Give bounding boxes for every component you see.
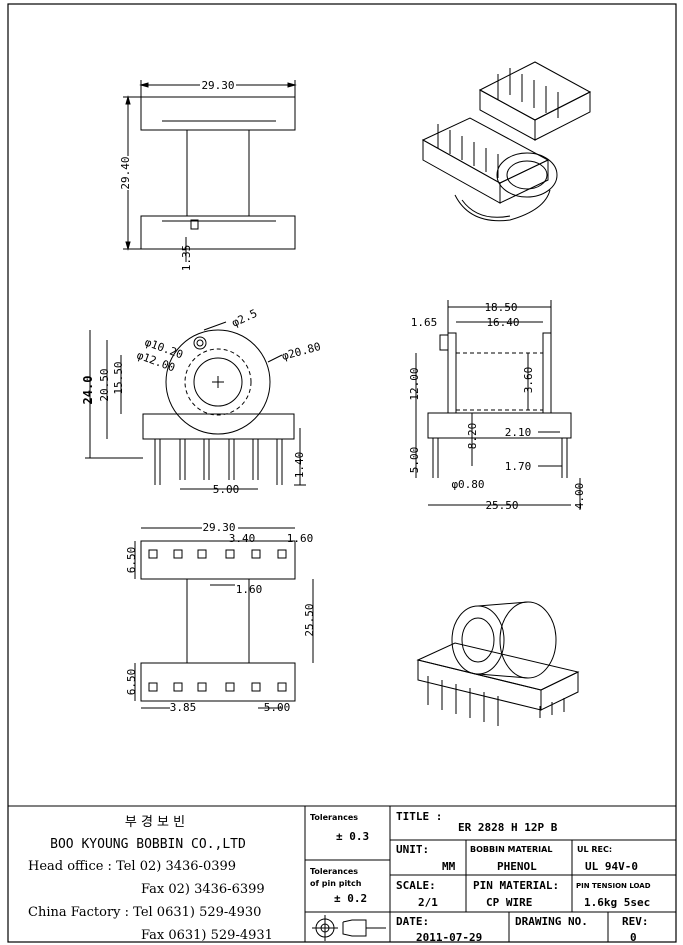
front-view: [85, 321, 306, 490]
dim-bottom-span: 25.50: [303, 603, 316, 636]
bottom-view: [134, 527, 314, 709]
title-block: [8, 805, 676, 942]
dim-side-height-4: 5.00: [408, 447, 421, 474]
drawing-number-label: DRAWING NO.: [515, 915, 588, 928]
dim-bottom-pitch-1: 3.40: [229, 532, 256, 545]
pin-material-label: PIN MATERIAL:: [473, 879, 559, 892]
tolerance-value: ± 0.3: [336, 830, 369, 843]
unit-label: UNIT:: [396, 843, 429, 856]
dim-side-height-3: 8.20: [466, 423, 479, 450]
side-view: [415, 300, 581, 510]
dim-bottom-mid: 1.60: [236, 583, 263, 596]
pin-tension-value: 1.6kg 5sec: [584, 896, 650, 909]
pin-tension-label: PIN TENSION LOAD: [576, 882, 651, 890]
dim-pin-length: 1.40: [293, 452, 306, 479]
pin-tolerance-label-2: of pin pitch: [310, 879, 362, 888]
company-name: BOO KYOUNG BOBBIN CO.,LTD: [50, 837, 246, 852]
revision-value: 0: [630, 931, 637, 944]
dim-bottom-height-1: 6.50: [125, 547, 138, 574]
title-value: ER 2828 H 12P B: [458, 821, 558, 834]
dim-height-3: 15.50: [112, 361, 125, 394]
dim-pin-diameter: φ2.5: [230, 307, 260, 330]
factory-tel: China Factory : Tel 0631) 529-4930: [28, 905, 261, 920]
dim-bottom-left-2: 5.00: [264, 701, 291, 714]
dim-outer-diameter: φ20.80: [280, 340, 322, 363]
dim-height-2: 20.50: [98, 368, 111, 401]
dim-bottom-left-1: 3.85: [170, 701, 197, 714]
isometric-view-top: [421, 61, 592, 222]
factory-fax: Fax 0631) 529-4931: [141, 928, 273, 943]
dim-side-height-2: 3.60: [522, 367, 535, 394]
dim-pin-pitch: 5.00: [213, 483, 240, 496]
dim-bottom-height-2: 6.50: [125, 669, 138, 696]
head-office-tel: Head office : Tel 02) 3436-0399: [28, 859, 236, 874]
ul-value: UL 94V-0: [585, 860, 638, 873]
dim-bottom-width: 29.30: [202, 521, 235, 534]
dim-side-width-5: 25.50: [485, 499, 518, 512]
date-value: 2011-07-29: [416, 931, 482, 944]
sheet-border: [7, 3, 677, 943]
pin-tolerance-value: ± 0.2: [334, 892, 367, 905]
bobbin-material-value: PHENOL: [497, 860, 537, 873]
revision-label: REV:: [622, 915, 649, 928]
dim-side-pin-diameter: φ0.80: [451, 478, 484, 491]
title-label: TITLE :: [396, 810, 442, 823]
dim-side-pin-length: 4.00: [573, 483, 586, 510]
scale-value: 2/1: [418, 896, 438, 909]
dim-top-width: 29.30: [201, 79, 234, 92]
tolerance-label: Tolerances: [310, 813, 358, 822]
unit-value: MM: [442, 860, 456, 873]
dim-top-height: 29.40: [119, 156, 132, 189]
dim-side-offset: 1.65: [411, 316, 438, 329]
bobbin-material-label: BOBBIN MATERIAL: [470, 845, 552, 854]
isometric-view-bottom: [416, 601, 580, 726]
ul-label: UL REC:: [577, 845, 612, 854]
dim-side-height-1: 12.00: [408, 367, 421, 400]
pin-tolerance-label-1: Tolerances: [310, 867, 358, 876]
dim-total-height: 24.0: [81, 376, 95, 405]
top-view: [123, 80, 297, 262]
dim-top-flange: 1.35: [180, 245, 193, 272]
scale-label: SCALE:: [396, 879, 436, 892]
dim-side-width-3: 2.10: [505, 426, 532, 439]
dim-side-width-1: 18.50: [484, 301, 517, 314]
company-name-korean: 부 경 보 빈: [125, 815, 185, 830]
dim-side-width-2: 16.40: [486, 316, 519, 329]
head-office-fax: Fax 02) 3436-6399: [141, 882, 265, 897]
pin-material-value: CP WIRE: [486, 896, 532, 909]
date-label: DATE:: [396, 915, 429, 928]
dim-side-width-4: 1.70: [505, 460, 532, 473]
dim-bottom-pitch-2: 1.60: [287, 532, 314, 545]
